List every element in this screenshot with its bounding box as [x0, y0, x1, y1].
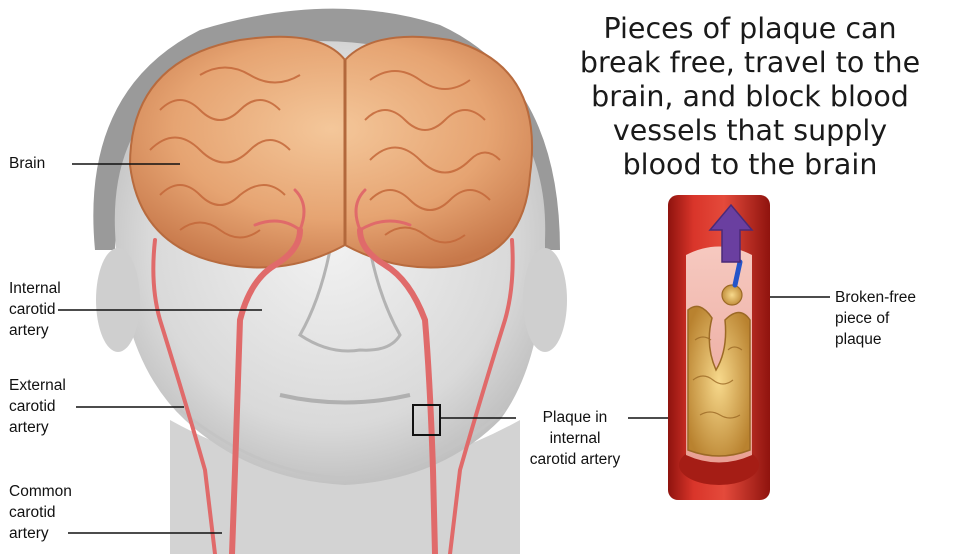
broken-free-piece	[722, 285, 742, 305]
headline-line-4: vessels that supply	[520, 114, 969, 148]
headline-line-1: Pieces of plaque can	[520, 12, 969, 46]
label-internal-line-3: artery	[9, 320, 49, 341]
label-internal-line-1: Internal	[9, 278, 61, 299]
label-internal-line-2: carotid	[9, 299, 56, 320]
label-common-line-3: artery	[9, 523, 49, 544]
headline-line-5: blood to the brain	[520, 148, 969, 182]
label-brain: Brain	[9, 153, 45, 174]
right-ear	[523, 248, 567, 352]
label-external-line-2: carotid	[9, 396, 56, 417]
label-broken-line-3: plaque	[835, 329, 882, 350]
label-plaque-line-1: Plaque in	[500, 407, 650, 428]
vessel-cutaway	[668, 195, 770, 500]
label-common-line-1: Common	[9, 481, 72, 502]
label-plaque-line-2: internal	[500, 428, 650, 449]
headline-line-2: break free, travel to the	[520, 46, 969, 80]
label-broken-line-1: Broken-free	[835, 287, 916, 308]
label-common-line-2: carotid	[9, 502, 56, 523]
label-external-line-3: artery	[9, 417, 49, 438]
headline-line-3: brain, and block blood	[520, 80, 969, 114]
brain-illustration	[130, 37, 532, 268]
label-plaque-line-3: carotid artery	[500, 449, 650, 470]
label-external-line-1: External	[9, 375, 66, 396]
label-broken-line-2: piece of	[835, 308, 889, 329]
left-ear	[96, 248, 140, 352]
